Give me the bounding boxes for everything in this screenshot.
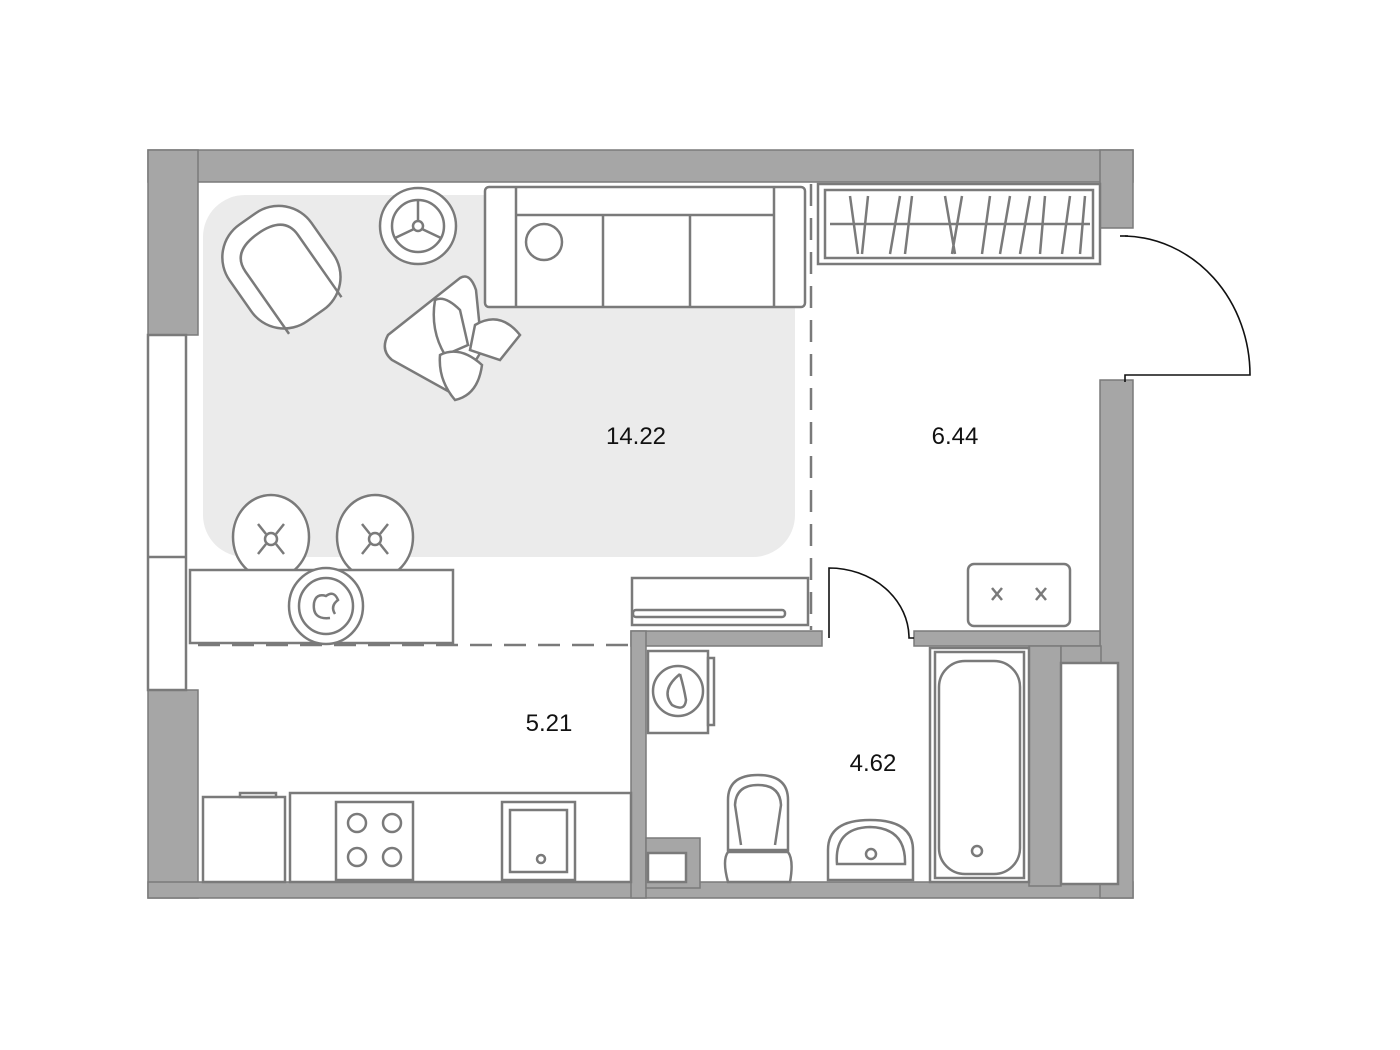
fridge: [201, 791, 287, 884]
toilet: [723, 773, 793, 884]
dresser: [630, 576, 810, 627]
shaft: [646, 851, 688, 884]
hallway-area: 6.44: [932, 423, 979, 450]
bathtub: [928, 646, 1031, 884]
armchair: [221, 204, 343, 335]
cat-icon: [524, 222, 564, 262]
wardrobe: [816, 182, 1102, 266]
window: [146, 333, 188, 692]
kitchen-area: 5.21: [526, 710, 573, 737]
entrance-door[interactable]: [1120, 235, 1251, 382]
bathroom-sink: [826, 818, 915, 882]
desk: [188, 566, 455, 646]
closet: [1059, 661, 1120, 886]
stool-right: [335, 493, 415, 581]
pouf-with-plant: [383, 275, 522, 402]
washing-machine: [646, 649, 716, 735]
bathroom-area: 4.62: [850, 750, 897, 777]
stool-left: [231, 493, 311, 581]
hallway-bench: [966, 562, 1072, 628]
kitchen-sink: [500, 800, 577, 882]
sofa: [483, 185, 807, 309]
stove: [334, 800, 415, 882]
side-table: [378, 186, 458, 266]
living-room-area: 14.22: [606, 423, 666, 450]
bathroom-door[interactable]: [828, 567, 914, 639]
